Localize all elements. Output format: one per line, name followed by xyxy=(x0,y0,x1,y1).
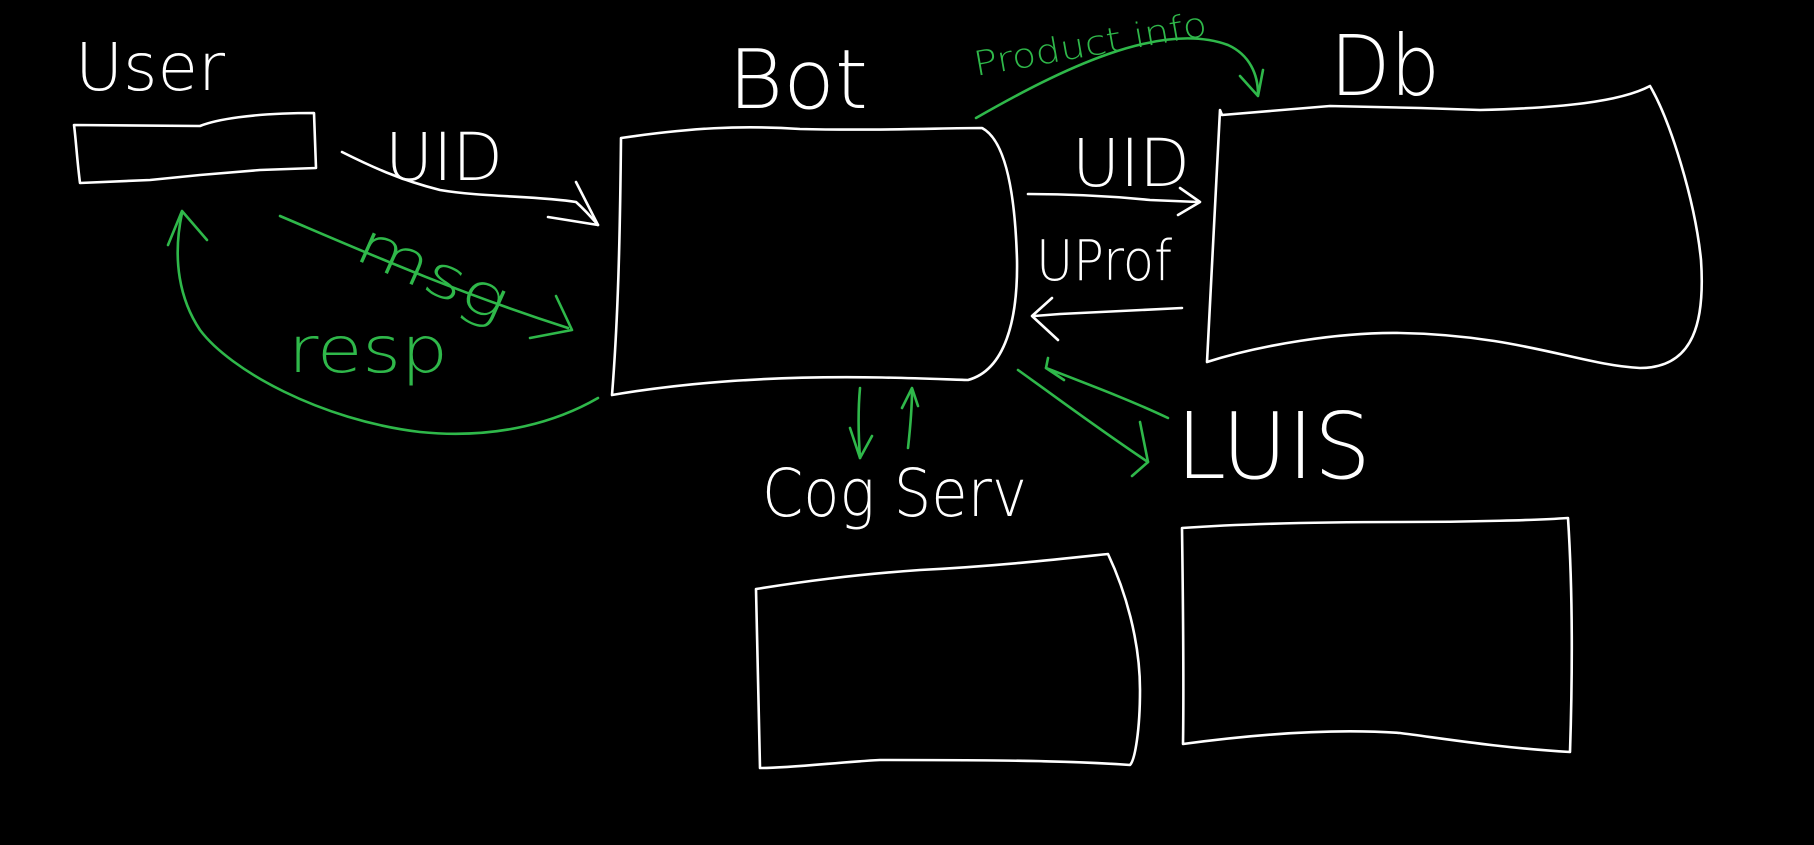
cog-serv-box xyxy=(754,552,1142,770)
arrow-bot-cog-serv-pair xyxy=(848,386,920,460)
db-label: Db xyxy=(1330,17,1440,115)
user-box xyxy=(72,111,318,185)
user-to-bot-uid-label: UID xyxy=(385,119,503,196)
arrow-user-to-bot-uid xyxy=(340,150,600,227)
product-info-label: Product info xyxy=(971,4,1210,84)
db-box xyxy=(1205,84,1704,370)
arrow-user-to-bot-msg xyxy=(278,214,574,340)
db-to-bot-uprof-label: UProf xyxy=(1036,229,1172,294)
arrow-bot-to-user-resp xyxy=(166,209,600,436)
bot-label: Bot xyxy=(728,33,868,128)
arrow-bot-to-db-uid xyxy=(1026,186,1202,217)
resp-label: resp xyxy=(288,314,448,388)
luis-label: LUIS xyxy=(1176,393,1371,500)
arrow-db-to-bot-uprof xyxy=(1030,296,1184,342)
bot-to-db-uid-label: UID xyxy=(1072,125,1190,202)
bot-box xyxy=(610,125,1019,397)
luis-box xyxy=(1180,516,1574,754)
arrow-bot-luis-pair xyxy=(1016,356,1170,478)
arrow-bot-to-db-product-info xyxy=(974,37,1265,120)
cog-serv-label: Cog Serv xyxy=(762,455,1027,532)
user-label: User xyxy=(75,29,226,106)
